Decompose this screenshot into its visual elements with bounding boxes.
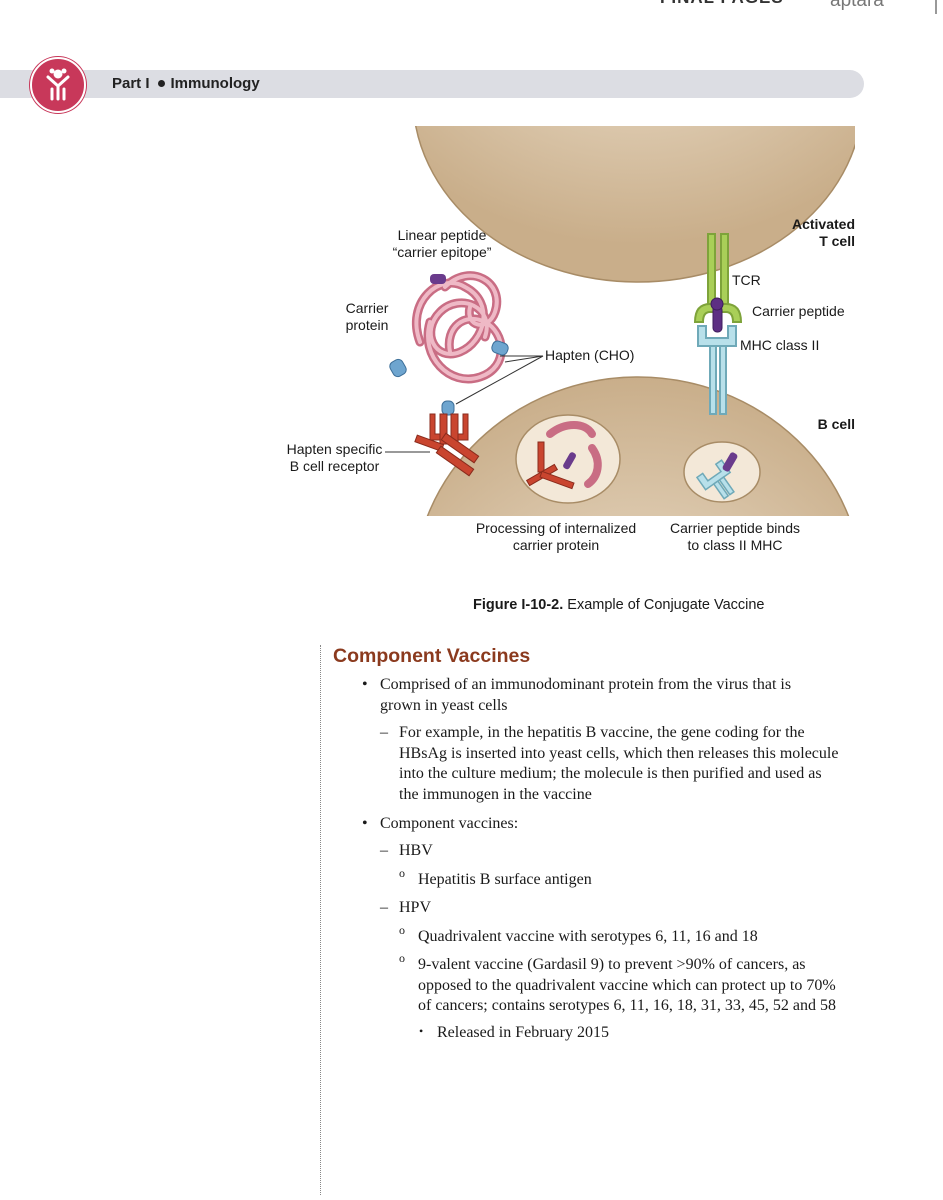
bullet-1-subtext: For example, in the hepatitis B vaccine,…: [399, 724, 839, 803]
bullet-1-text: Comprised of an immunodominant protein f…: [380, 676, 792, 714]
small-bullet-marker: •: [419, 1024, 424, 1038]
hapten-b-cell-receptor: [414, 413, 480, 477]
linear-peptide-label: Linear peptide “carrier epitope”: [392, 227, 492, 260]
processing-label: Processing of internalized carrier prote…: [475, 520, 637, 553]
figure-number: Figure I-10-2.: [473, 597, 564, 613]
hpv-item-2-sub: Released in February 2015: [437, 1024, 609, 1041]
bullet-2-text: Component vaccines:: [380, 815, 519, 832]
immunology-logo-icon: [30, 57, 86, 113]
mhc-in-vesicle: [695, 459, 735, 500]
circle-marker: o: [399, 866, 405, 880]
hapten-receptor-label: Hapten specific B cell receptor: [286, 441, 383, 474]
hpv-item-2: 9-valent vaccine (Gardasil 9) to prevent…: [418, 956, 836, 1014]
circle-marker: o: [399, 923, 405, 937]
vendor-logo-text: aptara: [830, 0, 884, 11]
hbv-item: Hepatitis B surface antigen: [418, 871, 592, 888]
carrier-epitope: [430, 274, 446, 284]
internalized-receptor: [525, 441, 575, 490]
t-cell-body: [415, 126, 855, 283]
b-cell-label: B cell: [817, 416, 855, 432]
tcr-receptor: [693, 233, 743, 323]
hbv-label: HBV: [399, 842, 433, 859]
hpv-label: HPV: [399, 899, 432, 916]
section-label: Immunology: [170, 75, 260, 92]
dash-marker: –: [380, 899, 388, 916]
carrier-protein-label: Carrier protein: [345, 300, 389, 333]
conjugate-vaccine-figure: Linear peptide “carrier epitope” Carrier…: [270, 122, 870, 562]
running-header: Part I Immunology: [112, 75, 260, 92]
tcr-label: TCR: [732, 272, 761, 288]
carrier-peptide-label: Carrier peptide: [752, 303, 845, 319]
mhc-class-ii-label: MHC class II: [740, 337, 820, 353]
internalized-protein: [546, 421, 602, 488]
peptide-binds-label: Carrier peptide binds to class II MHC: [670, 520, 800, 553]
hapten-label: Hapten (CHO): [545, 347, 635, 363]
mhc-class-ii: [697, 325, 737, 415]
vendor-divider: [935, 0, 937, 14]
bullet-marker: •: [362, 815, 368, 832]
figure-caption: Figure I-10-2. Example of Conjugate Vacc…: [473, 597, 765, 613]
figure-illustration: [385, 126, 855, 516]
margin-rule: [320, 645, 321, 1195]
carrier-peptide-in-mhc: [710, 297, 724, 333]
bullet-marker: •: [362, 676, 368, 693]
hapten-molecules: [389, 340, 509, 416]
dash-marker: –: [380, 724, 388, 741]
hpv-item-1: Quadrivalent vaccine with serotypes 6, 1…: [418, 928, 758, 945]
running-header-bar: [0, 70, 864, 98]
circle-marker: o: [399, 951, 405, 965]
final-pages-label: FINAL PAGES: [660, 0, 784, 8]
part-label: Part I: [112, 75, 150, 92]
section-heading: Component Vaccines: [333, 645, 531, 667]
dash-marker: –: [380, 842, 388, 859]
separator-dot: [157, 79, 165, 87]
figure-title: Example of Conjugate Vaccine: [567, 597, 765, 613]
activated-t-cell-label: Activated T cell: [791, 216, 855, 249]
